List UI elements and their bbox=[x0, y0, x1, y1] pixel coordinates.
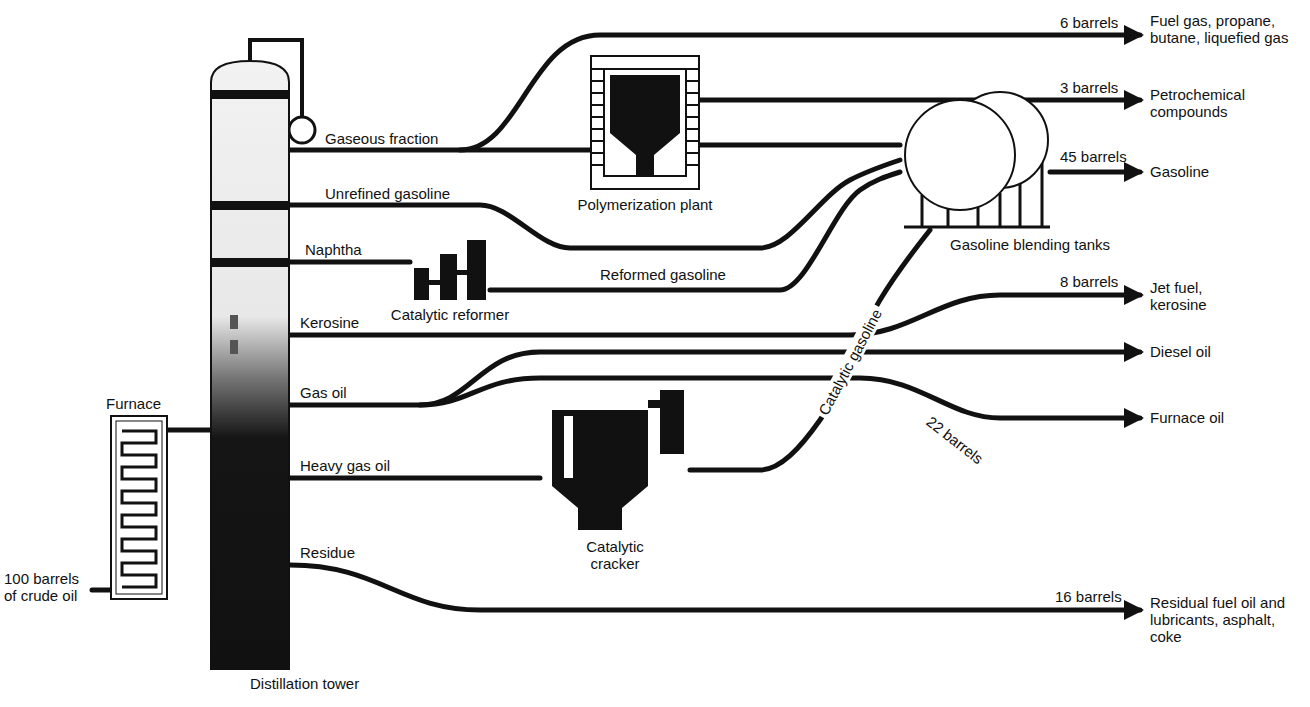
stream-label: Heavy gas oil bbox=[300, 457, 390, 474]
distillation-tower-shape bbox=[210, 60, 290, 670]
flow-connector bbox=[700, 143, 900, 148]
separator-sphere bbox=[289, 117, 315, 143]
flow-connector bbox=[290, 148, 590, 153]
stream-label: Gaseous fraction bbox=[325, 130, 438, 147]
quantity-label: 6 barrels bbox=[1060, 14, 1118, 31]
stream-label: Reformed gasoline bbox=[600, 266, 726, 283]
catalytic-cracker: Catalytic cracker bbox=[540, 390, 690, 530]
catalytic-reformer: Catalytic reformer bbox=[410, 240, 490, 300]
stream-label: Gas oil bbox=[300, 384, 347, 401]
furnace: Furnace bbox=[110, 415, 168, 600]
flow-connector bbox=[290, 476, 540, 481]
flow-connector bbox=[690, 230, 930, 470]
distillation-tower: Distillation tower bbox=[210, 60, 290, 670]
product-label: Petrochemical compounds bbox=[1150, 86, 1300, 120]
quantity-label: 3 barrels bbox=[1060, 79, 1118, 96]
product-label: Furnace oil bbox=[1150, 409, 1224, 426]
input-label: 100 barrels of crude oil bbox=[4, 570, 92, 604]
quantity-label: 8 barrels bbox=[1060, 273, 1118, 290]
polymerization-plant: Polymerization plant bbox=[590, 55, 700, 190]
blending-tanks-shape bbox=[900, 85, 1050, 230]
quantity-label: 16 barrels bbox=[1055, 588, 1122, 605]
furnace-shape bbox=[110, 415, 168, 600]
catalytic-cracker-shape bbox=[540, 390, 690, 530]
residue-line bbox=[290, 565, 1140, 610]
product-label: Jet fuel, kerosine bbox=[1150, 279, 1260, 313]
unit-label: Distillation tower bbox=[250, 675, 359, 692]
product-label: Diesel oil bbox=[1150, 343, 1211, 360]
gasoline-line bbox=[1050, 170, 1140, 175]
stream-label: Unrefined gasoline bbox=[325, 185, 450, 202]
unit-label: Catalytic cracker bbox=[570, 538, 660, 572]
unit-label: Gasoline blending tanks bbox=[950, 236, 1110, 253]
petrochemical-line bbox=[700, 98, 1140, 103]
stream-label: Kerosine bbox=[300, 314, 359, 331]
quantity-label: 45 barrels bbox=[1060, 148, 1127, 165]
polymerization-plant-shape bbox=[590, 55, 700, 190]
kerosine-line bbox=[290, 295, 1140, 335]
quantity-label: 22 barrels bbox=[921, 411, 989, 469]
product-label: Fuel gas, propane, butane, liquefied gas bbox=[1150, 12, 1300, 46]
catalytic-reformer-shape bbox=[410, 240, 490, 300]
flow-connector bbox=[290, 260, 410, 265]
stream-label: Catalytic gasoline bbox=[813, 303, 886, 420]
flow-connector bbox=[168, 428, 210, 433]
unit-label: Furnace bbox=[106, 395, 161, 412]
stream-label: Naphtha bbox=[305, 241, 362, 258]
unit-label: Polymerization plant bbox=[575, 196, 715, 213]
blending-tanks: Gasoline blending tanks bbox=[900, 85, 1050, 230]
product-label: Gasoline bbox=[1150, 163, 1209, 180]
product-label: Residual fuel oil and lubricants, asphal… bbox=[1150, 594, 1290, 645]
stream-label: Residue bbox=[300, 544, 355, 561]
unit-label: Catalytic reformer bbox=[391, 306, 509, 323]
furnace-oil-line bbox=[420, 378, 1140, 418]
